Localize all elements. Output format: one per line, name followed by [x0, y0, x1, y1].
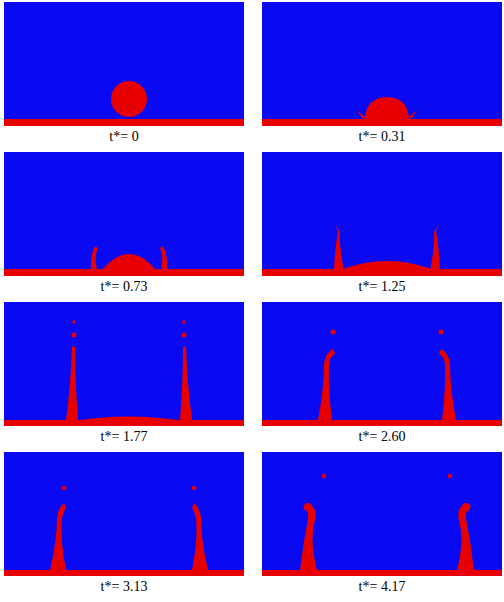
time-caption: t*= 0.31 — [262, 129, 502, 145]
time-caption: t*= 2.60 — [262, 429, 502, 445]
simulation-frame — [4, 152, 244, 276]
simulation-frame — [262, 302, 502, 426]
simulation-frame — [4, 2, 244, 126]
time-caption: t*= 1.25 — [262, 279, 502, 295]
simulation-frame — [262, 2, 502, 126]
time-caption: t*= 1.77 — [4, 429, 244, 445]
simulation-frame — [4, 302, 244, 426]
time-caption: t*= 0 — [4, 129, 244, 145]
simulation-frame — [262, 152, 502, 276]
time-caption: t*= 4.17 — [262, 579, 502, 595]
time-caption: t*= 0.73 — [4, 279, 244, 295]
simulation-frame — [262, 452, 502, 576]
time-caption: t*= 3.13 — [4, 579, 244, 595]
simulation-frame — [4, 452, 244, 576]
